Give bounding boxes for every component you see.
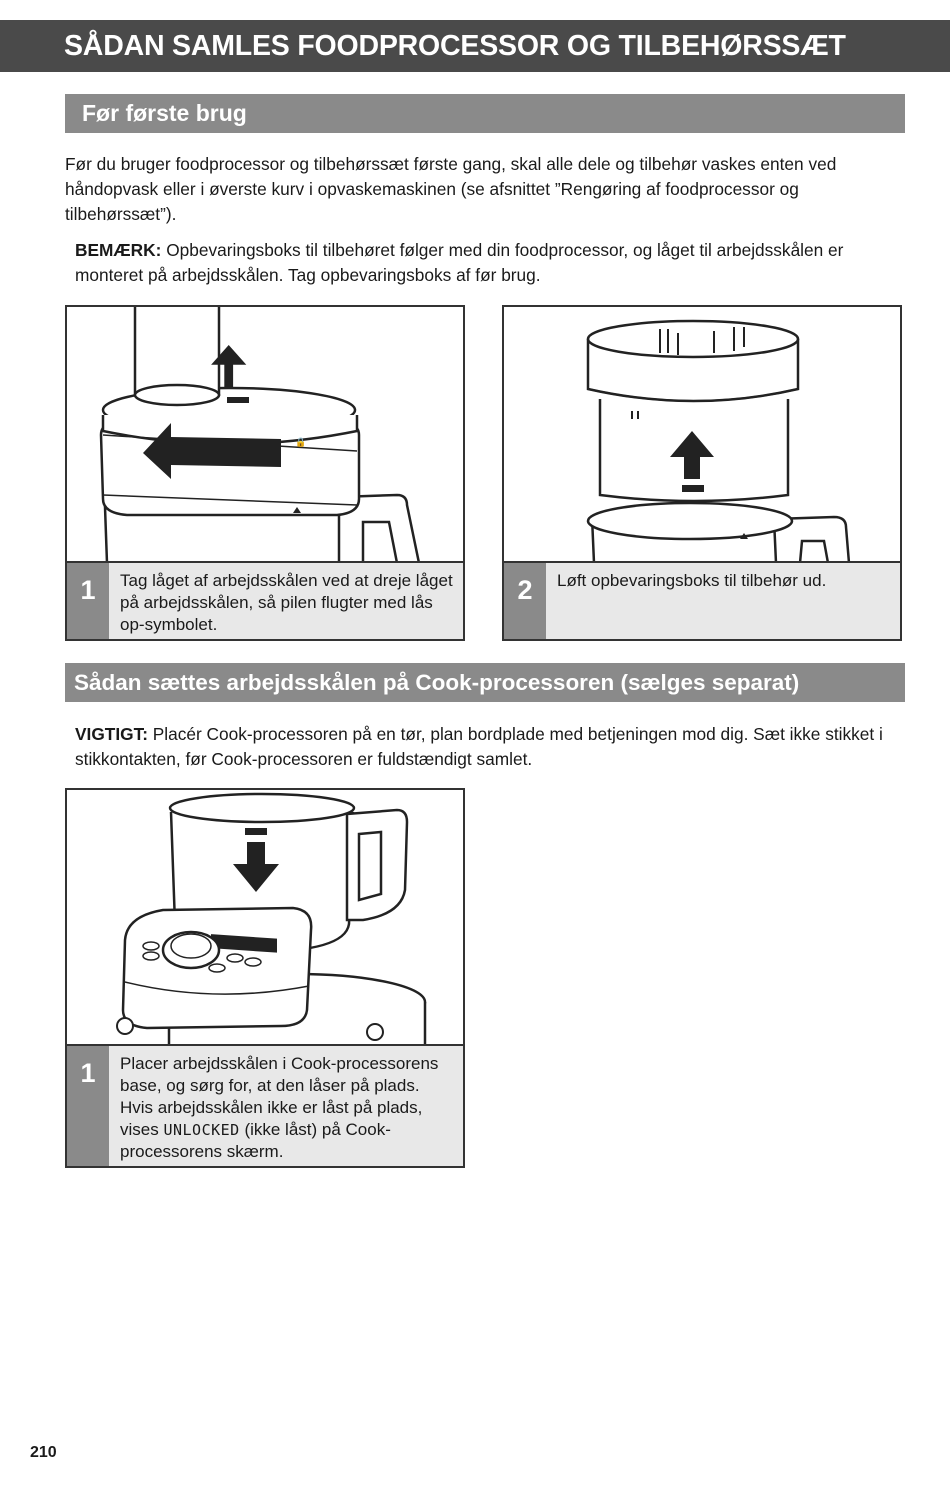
- step-number: 2: [504, 563, 546, 639]
- section-heading-bar-cook-processor: Sådan sættes arbejdsskålen på Cook-proce…: [65, 663, 905, 702]
- important-text: Placér Cook-processoren på en tør, plan …: [75, 724, 883, 769]
- step-caption: 2 Løft opbevaringsboks til tilbehør ud.: [504, 561, 900, 639]
- illustration-remove-lid: 🔒: [67, 307, 463, 561]
- step-panel-place-bowl: 1 Placer arbejdsskålen i Cook-processore…: [65, 788, 465, 1168]
- lock-icon: 🔒: [295, 437, 306, 448]
- note-label: BEMÆRK:: [75, 240, 162, 260]
- step-panel-lift-storage-box: 2 Løft opbevaringsboks til tilbehør ud.: [502, 305, 902, 641]
- rotate-arrow-icon: [143, 423, 281, 479]
- cook-processor-illustration: [116, 792, 427, 1044]
- important-paragraph: VIGTIGT: Placér Cook-processoren på en t…: [75, 722, 905, 772]
- note-paragraph: BEMÆRK: Opbevaringsboks til tilbehøret f…: [75, 238, 905, 288]
- intro-paragraph: Før du bruger foodprocessor og tilbehørs…: [65, 154, 837, 224]
- step-text: Placer arbejdsskålen i Cook-processorens…: [120, 1053, 455, 1163]
- note-text: Opbevaringsboks til tilbehøret følger me…: [75, 240, 844, 285]
- lift-arrow-icon: [670, 431, 714, 479]
- storage-box-illustration: [586, 319, 851, 561]
- page-number: 210: [30, 1444, 57, 1461]
- important-label: VIGTIGT:: [75, 724, 148, 744]
- section-heading-first-use: Før første brug: [82, 100, 247, 126]
- page-title: SÅDAN SAMLES FOODPROCESSOR OG TILBEHØRSS…: [64, 30, 846, 62]
- step-text: Tag låget af arbejdsskålen ved at dreje …: [120, 571, 453, 634]
- illustration-storage-box: [504, 307, 900, 561]
- step-caption: 1 Tag låget af arbejdsskålen ved at drej…: [67, 561, 463, 639]
- step-text-after: (ikke låst) på Cook-processorens skærm.: [120, 1120, 391, 1161]
- step-number: 1: [67, 1046, 109, 1166]
- display-word-unlocked: UNLOCKED: [163, 1121, 240, 1139]
- step-text: Løft opbevaringsboks til tilbehør ud.: [557, 571, 827, 590]
- section-heading-cook-processor: Sådan sættes arbejdsskålen på Cook-proce…: [74, 670, 800, 695]
- food-processor-lid-illustration: 🔒: [99, 307, 420, 561]
- page-title-bar: SÅDAN SAMLES FOODPROCESSOR OG TILBEHØRSS…: [0, 20, 950, 72]
- step-number: 1: [67, 563, 109, 639]
- step-text-before: Placer arbejdsskålen i Cook-processorens…: [120, 1054, 439, 1139]
- section-heading-bar-first-use: Før første brug: [65, 94, 905, 133]
- insert-arrow-icon: [233, 842, 279, 892]
- illustration-cook-processor: [67, 790, 463, 1044]
- step-caption: 1 Placer arbejdsskålen i Cook-processore…: [67, 1044, 463, 1166]
- step-panel-remove-lid: 🔒 1 Tag låget af arbejdsskålen ved at dr…: [65, 305, 465, 641]
